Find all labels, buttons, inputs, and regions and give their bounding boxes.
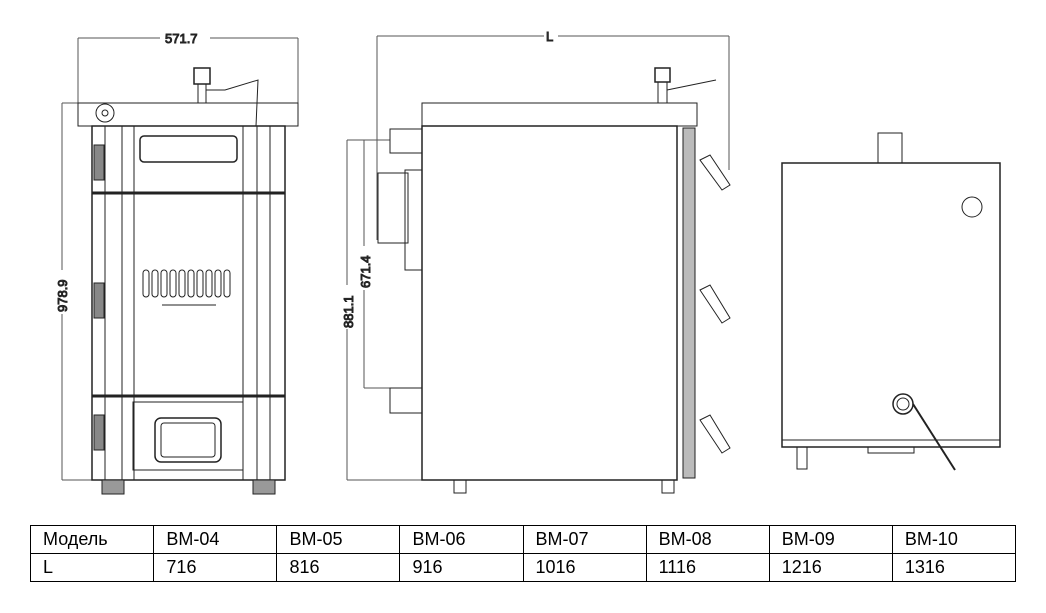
- length-cell: 1216: [768, 553, 893, 582]
- rear-view: [781, 132, 1001, 471]
- length-cell: 916: [399, 553, 524, 582]
- front-height-label: 978.9: [55, 279, 70, 312]
- door-handles: [699, 154, 731, 454]
- door-hinges: [93, 144, 105, 451]
- model-length-table: Модель BM-04 BM-05 BM-06 BM-07 BM-08 BM-…: [29, 525, 1017, 582]
- table-header-label: Модель: [29, 525, 155, 554]
- model-cell: BM-08: [645, 525, 770, 554]
- air-vent-slots: [142, 269, 231, 306]
- side-height-label: 881.1: [341, 295, 356, 328]
- table-row-label: L: [29, 553, 155, 582]
- model-cell: BM-07: [522, 525, 647, 554]
- front-view: 571.7 978.9: [54, 31, 299, 495]
- front-width-label: 571.7: [165, 31, 198, 46]
- model-cell: BM-05: [276, 525, 401, 554]
- side-spacing-label: 671.4: [358, 255, 373, 288]
- length-cell: 716: [153, 553, 278, 582]
- model-cell: BM-06: [399, 525, 524, 554]
- model-cell: BM-04: [153, 525, 278, 554]
- length-cell: 816: [276, 553, 401, 582]
- side-length-label: L: [546, 29, 553, 44]
- length-cell: 1116: [645, 553, 770, 582]
- model-cell: BM-10: [891, 525, 1017, 554]
- length-cell: 1016: [522, 553, 647, 582]
- model-cell: BM-09: [768, 525, 893, 554]
- length-cell: 1316: [891, 553, 1017, 582]
- boiler-drawings: 571.7 978.9: [54, 29, 1001, 495]
- table-row: Модель BM-04 BM-05 BM-06 BM-07 BM-08 BM-…: [29, 525, 1017, 554]
- side-view: L 881.1 671.4: [340, 29, 731, 494]
- table-row: L 716 816 916 1016 1116 1216 1316: [29, 553, 1017, 582]
